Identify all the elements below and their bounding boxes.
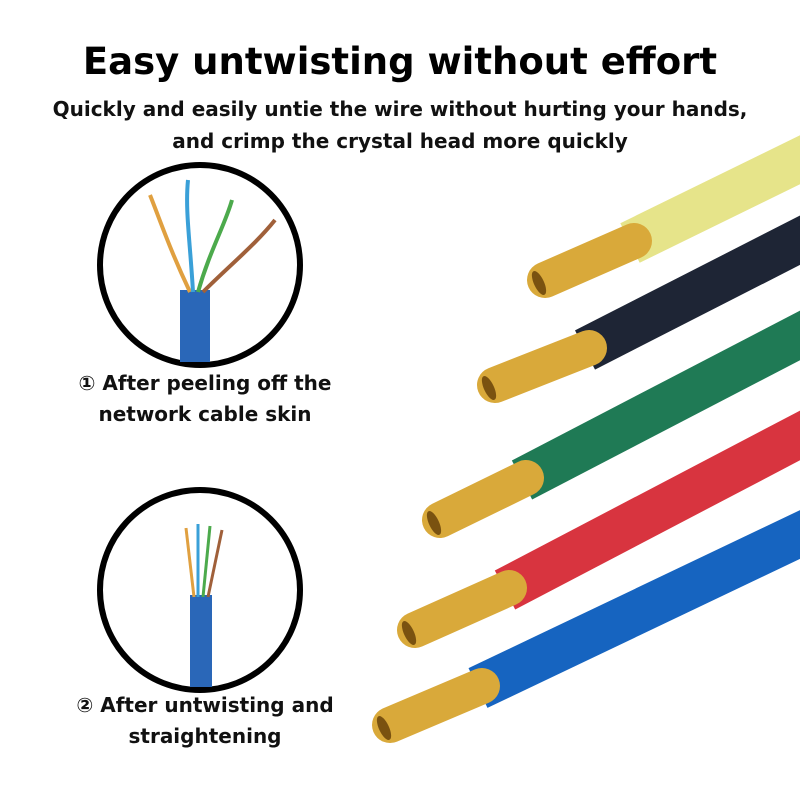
subtitle-line-1: Quickly and easily untie the wire withou… [52, 97, 748, 121]
straightened-cable-circle [97, 487, 303, 693]
step-2-caption: ② After untwisting and straightening [40, 690, 370, 752]
wire-yellow [527, 135, 800, 298]
wire-navy [477, 215, 800, 403]
wire-blue [372, 510, 800, 743]
ferrule [422, 460, 544, 538]
wire-insulation [620, 135, 800, 263]
ferrule-opening [426, 511, 442, 535]
ferrule [397, 570, 527, 648]
wire-red [397, 410, 800, 648]
step-2-line-1: ② After untwisting and [76, 693, 334, 717]
wire-insulation [494, 410, 800, 610]
wire-insulation [511, 310, 800, 500]
wire-green [422, 310, 800, 538]
step-1-line-1: ① After peeling off the [78, 371, 332, 395]
ferrule-opening [481, 376, 497, 400]
ferrule-opening [376, 716, 392, 740]
wire-insulation [468, 510, 800, 708]
step-2-line-2: straightening [128, 724, 282, 748]
wire-insulation [574, 215, 800, 370]
ferrule [477, 330, 607, 403]
headline: Easy untwisting without effort [82, 40, 718, 83]
subtitle-line-2: and crimp the crystal head more quickly [172, 129, 628, 153]
step-1-caption: ① After peeling off the network cable sk… [40, 368, 370, 430]
peeled-cable-circle [97, 162, 303, 368]
ferrule-opening [531, 271, 547, 295]
ferrule-opening [401, 621, 417, 645]
step-1-line-2: network cable skin [98, 402, 312, 426]
ferrule [372, 668, 500, 743]
ferrule [527, 223, 652, 298]
